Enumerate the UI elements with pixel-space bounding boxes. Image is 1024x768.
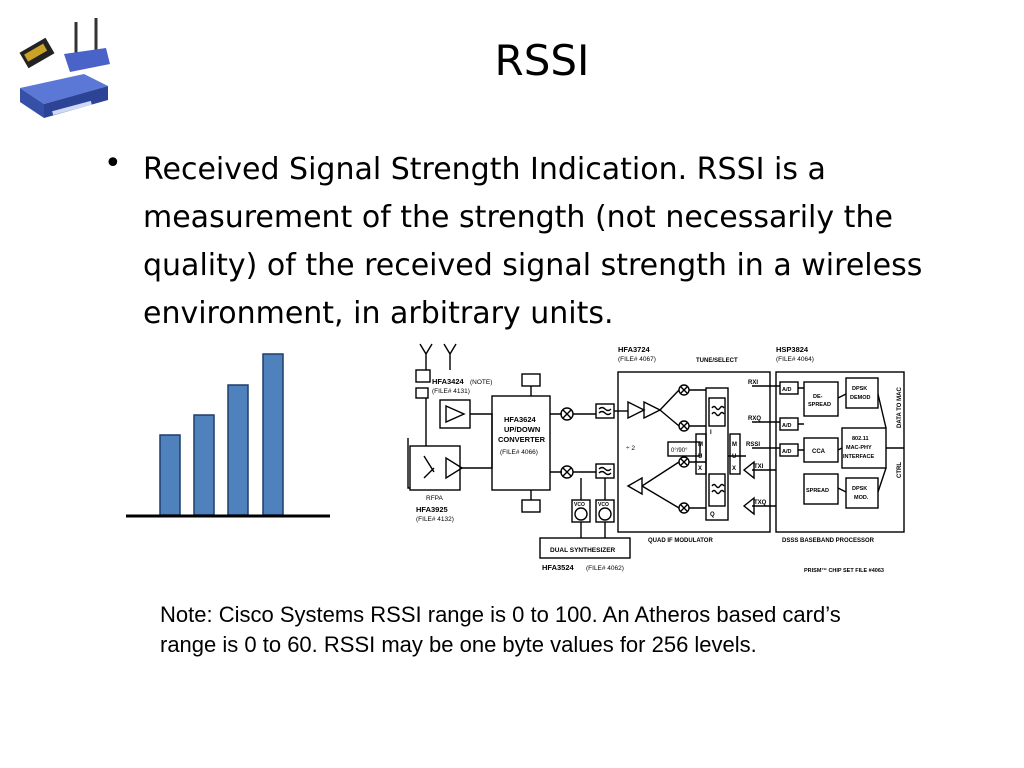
- despread-label-2: SPREAD: [808, 402, 831, 408]
- slide-title: RSSI: [494, 36, 590, 85]
- hfa3925-file: (FILE# 4132): [416, 516, 454, 523]
- wireless-router-logo: [19, 18, 110, 118]
- hfa3524-file: (FILE# 4062): [586, 565, 624, 572]
- signal-strength-bars: [126, 353, 330, 518]
- data-to-mac-label: DATA TO MAC: [897, 387, 903, 428]
- mux-1-x: X: [698, 466, 702, 472]
- mac-label-3: INTERFACE: [843, 454, 875, 460]
- dpsk-demod-label-2: DEMOD: [850, 395, 871, 401]
- spread-label: SPREAD: [806, 488, 829, 494]
- rfpa-label: RFPA: [426, 495, 444, 502]
- mac-label-2: MAC-PHY: [846, 445, 872, 451]
- phase-shift-label: 0°/90°: [671, 448, 688, 454]
- vco-1-label: VCO: [574, 502, 585, 508]
- dsss-label: DSSS BASEBAND PROCESSOR: [782, 538, 875, 544]
- mux-1-u: U: [698, 454, 702, 460]
- note-text: Note: Cisco Systems RSSI range is 0 to 1…: [160, 602, 841, 657]
- ctrl-label: CTRL: [897, 462, 903, 478]
- hsp3824-file: (FILE# 4064): [776, 356, 814, 363]
- hfa3724-label: HFA3724: [618, 345, 651, 354]
- rxq-label: RXQ: [748, 416, 761, 422]
- rssi-signal-label: RSSI: [746, 442, 760, 448]
- converter-updown: UP/DOWN: [504, 425, 540, 434]
- despread-label-1: DE-: [813, 394, 823, 400]
- signal-bar-3: [227, 384, 249, 516]
- hsp3824-label: HSP3824: [776, 345, 809, 354]
- ad-3-label: A/D: [782, 449, 792, 455]
- ad-2-label: A/D: [782, 423, 792, 429]
- vco-2-label: VCO: [598, 502, 609, 508]
- signal-bar-1: [159, 434, 181, 516]
- mux-2-u: U: [732, 454, 736, 460]
- dpsk-demod-label-1: DPSK: [852, 386, 867, 392]
- hfa3724-file: (FILE# 4067): [618, 356, 656, 363]
- ad-1-label: A/D: [782, 387, 792, 393]
- dual-synth-label: DUAL SYNTHESIZER: [550, 547, 616, 554]
- txq-label: TXQ: [754, 500, 767, 506]
- hfa3524-label: HFA3524: [542, 563, 575, 572]
- i-channel-label: I: [710, 430, 712, 436]
- q-channel-label: Q: [710, 512, 715, 518]
- prism-chipset-diagram: HFA3424 (NOTE) (FILE# 4131) RFPA HFA3925…: [407, 343, 905, 574]
- signal-bar-4: [262, 353, 284, 516]
- bullet-point-icon: •: [104, 146, 122, 181]
- hfa3925-label: HFA3925: [416, 505, 448, 514]
- mac-label-1: 802.11: [852, 436, 869, 442]
- hfa3424-file: (FILE# 4131): [432, 388, 470, 395]
- rxi-label: RXI: [748, 380, 758, 386]
- bullet-text: Received Signal Strength Indication. RSS…: [143, 152, 923, 331]
- tune-select-label: TUNE/SELECT: [696, 358, 738, 364]
- mux-1-m: M: [698, 442, 703, 448]
- quad-if-label: QUAD IF MODULATOR: [648, 538, 713, 544]
- dpsk-mod-label-1: DPSK: [852, 486, 867, 492]
- converter-file: (FILE# 4066): [500, 449, 538, 456]
- prism-file-label: PRISM™ CHIP SET FILE #4063: [804, 568, 884, 574]
- txi-label: TXI: [754, 464, 764, 470]
- converter-name: HFA3624: [504, 415, 537, 424]
- mux-2-m: M: [732, 442, 737, 448]
- hfa3424-note: (NOTE): [470, 379, 492, 386]
- cca-label: CCA: [812, 449, 826, 455]
- mux-2-x: X: [732, 466, 736, 472]
- converter-label: CONVERTER: [498, 435, 546, 444]
- signal-bar-2: [193, 414, 215, 516]
- hfa3424-label: HFA3424: [432, 377, 465, 386]
- divide-by-two-label: ÷ 2: [626, 445, 635, 452]
- dpsk-mod-label-2: MOD.: [854, 495, 869, 501]
